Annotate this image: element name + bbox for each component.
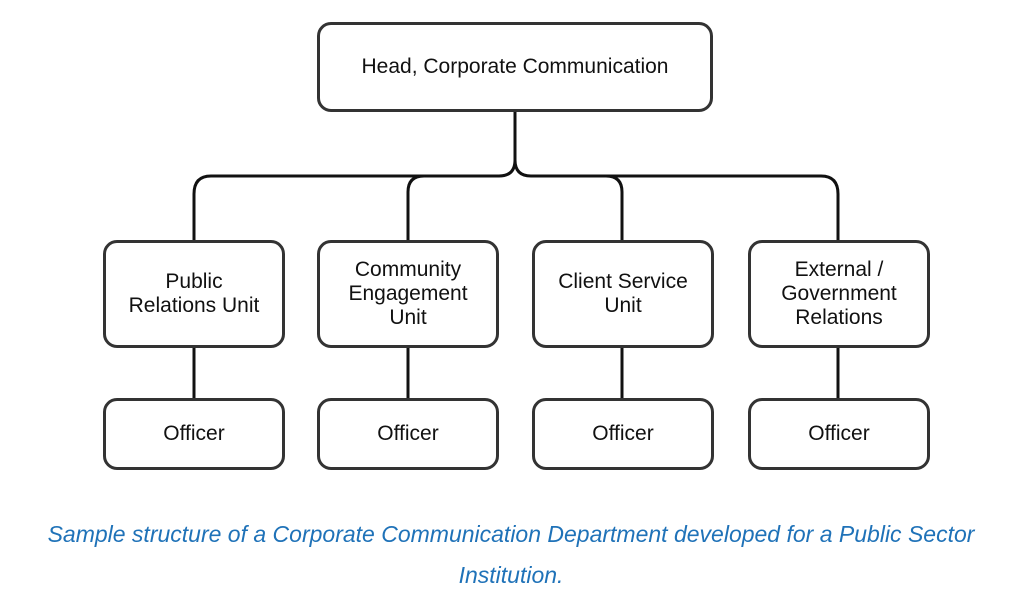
officer-box-label: Officer — [808, 422, 870, 445]
officer-box-community-engagement: Officer — [317, 398, 499, 470]
bracket-right — [513, 158, 840, 242]
unit-box-external-government-relations: External / Government Relations — [748, 240, 930, 348]
connector-lines — [192, 108, 840, 400]
unit-box-community-engagement: Community Engagement Unit — [317, 240, 499, 348]
unit-box-client-service: Client Service Unit — [532, 240, 714, 348]
unit-box-label: Public Relations Unit — [128, 270, 260, 317]
officer-box-label: Officer — [592, 422, 654, 445]
officer-box-client-service: Officer — [532, 398, 714, 470]
head-box-label: Head, Corporate Communication — [361, 55, 669, 78]
figure-caption: Sample structure of a Corporate Communic… — [47, 521, 975, 588]
org-chart: Head, Corporate Communication Public Rel… — [103, 22, 930, 470]
unit-box-public-relations: Public Relations Unit — [103, 240, 285, 348]
bracket-left — [192, 158, 517, 242]
head-box: Head, Corporate Communication — [317, 22, 713, 112]
officer-box-public-relations: Officer — [103, 398, 285, 470]
unit-box-label: External / Government Relations — [781, 258, 897, 329]
unit-box-label: Client Service Unit — [558, 270, 688, 317]
officer-box-external-government-relations: Officer — [748, 398, 930, 470]
unit-box-label: Community Engagement Unit — [348, 258, 468, 329]
bracket-inner-right — [604, 174, 624, 242]
bracket-inner-left — [406, 174, 426, 242]
officer-box-label: Officer — [377, 422, 439, 445]
officer-box-label: Officer — [163, 422, 225, 445]
